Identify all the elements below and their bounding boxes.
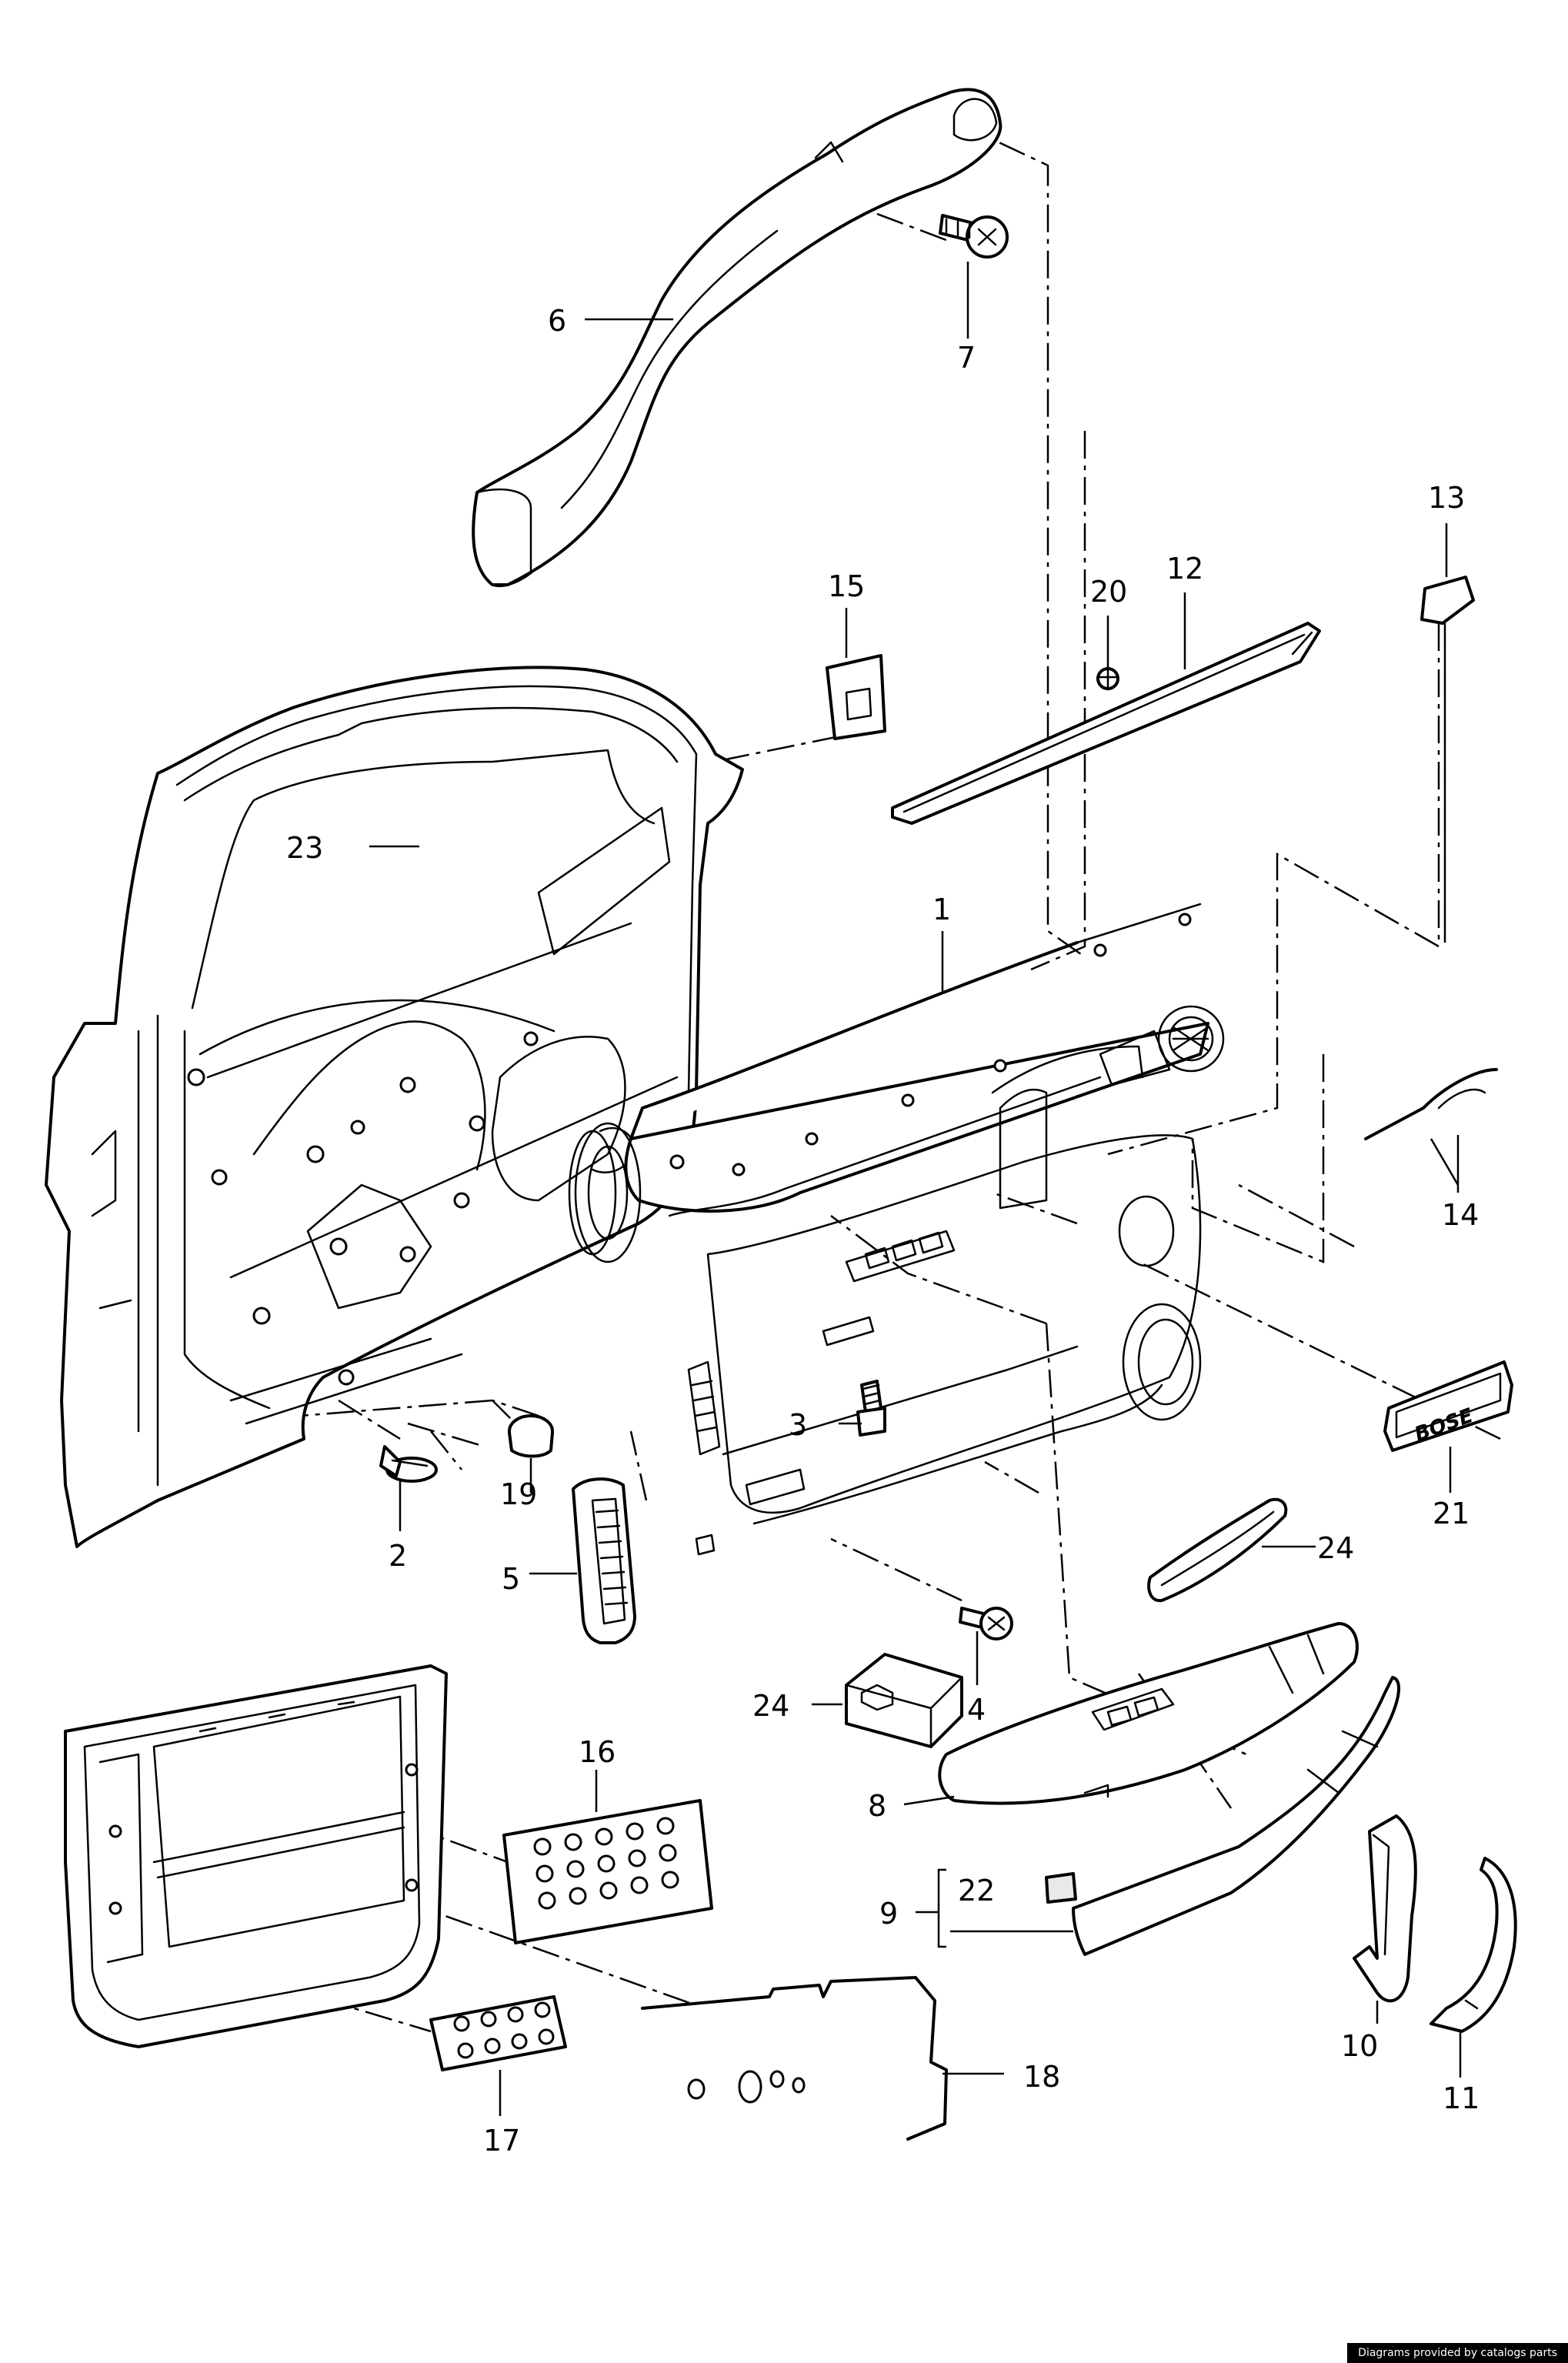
part-3-screw	[856, 1380, 886, 1437]
part-13-cap	[1420, 576, 1475, 625]
callout-8: 8	[868, 1789, 886, 1823]
part-19-clip	[508, 1414, 554, 1458]
callout-24-upper: 24	[1317, 1531, 1354, 1565]
part-8-armrest	[938, 1622, 1359, 1805]
part-4-screw	[959, 1607, 1013, 1640]
door-frame-small	[64, 1664, 448, 2048]
part-24-switch-unit	[845, 1653, 963, 1748]
part-24-grip-cover	[1147, 1497, 1288, 1603]
callout-15: 15	[828, 569, 865, 603]
callout-3: 3	[789, 1408, 807, 1442]
leader-lines	[369, 262, 1462, 2116]
part-2-clip	[379, 1445, 438, 1483]
part-15-bracket	[826, 654, 886, 740]
footer-credit: Diagrams provided by catalogs parts	[1347, 2343, 1568, 2363]
part-22-pad	[1045, 1872, 1077, 1904]
part-6-pillar-trim	[472, 88, 1003, 588]
part-9-armrest-lower	[1072, 1676, 1400, 1956]
callout-17: 17	[483, 2124, 520, 2158]
door-shell	[45, 666, 744, 1548]
callout-1: 1	[932, 893, 951, 926]
callout-2: 2	[389, 1539, 407, 1573]
callout-9: 9	[879, 1897, 898, 1931]
callout-6: 6	[548, 304, 566, 338]
callout-4: 4	[967, 1693, 986, 1727]
part-7-screw	[939, 214, 1009, 259]
part-10-pull-handle	[1353, 1814, 1417, 2003]
callout-23: 23	[286, 831, 323, 865]
part-17-plug-sheet	[429, 1995, 567, 2071]
callout-7: 7	[957, 341, 976, 375]
callout-14: 14	[1442, 1198, 1479, 1232]
callout-18: 18	[1023, 2060, 1060, 2094]
callout-22: 22	[958, 1874, 995, 1907]
part-1-door-trim-panel	[574, 903, 1225, 1556]
part-21-bose-emblem: BOSE	[1383, 1360, 1513, 1452]
callout-12: 12	[1166, 552, 1203, 586]
callout-24-lower: 24	[752, 1689, 789, 1723]
part-20-clip	[1096, 666, 1119, 691]
callout-19: 19	[500, 1477, 537, 1511]
callout-labels: 6 7 15 20 12 13 23 1 14 3 21 19 2 5 24 4…	[286, 304, 1480, 2158]
callout-5: 5	[502, 1562, 520, 1596]
part-11-trim-strip	[1430, 1857, 1517, 2033]
part-5-insert	[572, 1477, 636, 1644]
part-16-plug-sheet	[502, 1799, 713, 1944]
callout-21: 21	[1433, 1497, 1470, 1530]
callout-11: 11	[1443, 2081, 1480, 2115]
callout-13: 13	[1428, 481, 1465, 515]
part-18-vapor-barrier	[641, 1976, 948, 2141]
part-12-window-strip	[891, 622, 1321, 825]
callout-16: 16	[579, 1735, 616, 1769]
part-14-door-handle	[1364, 1068, 1498, 1140]
callout-10: 10	[1341, 2029, 1378, 2063]
callout-20: 20	[1090, 575, 1127, 609]
